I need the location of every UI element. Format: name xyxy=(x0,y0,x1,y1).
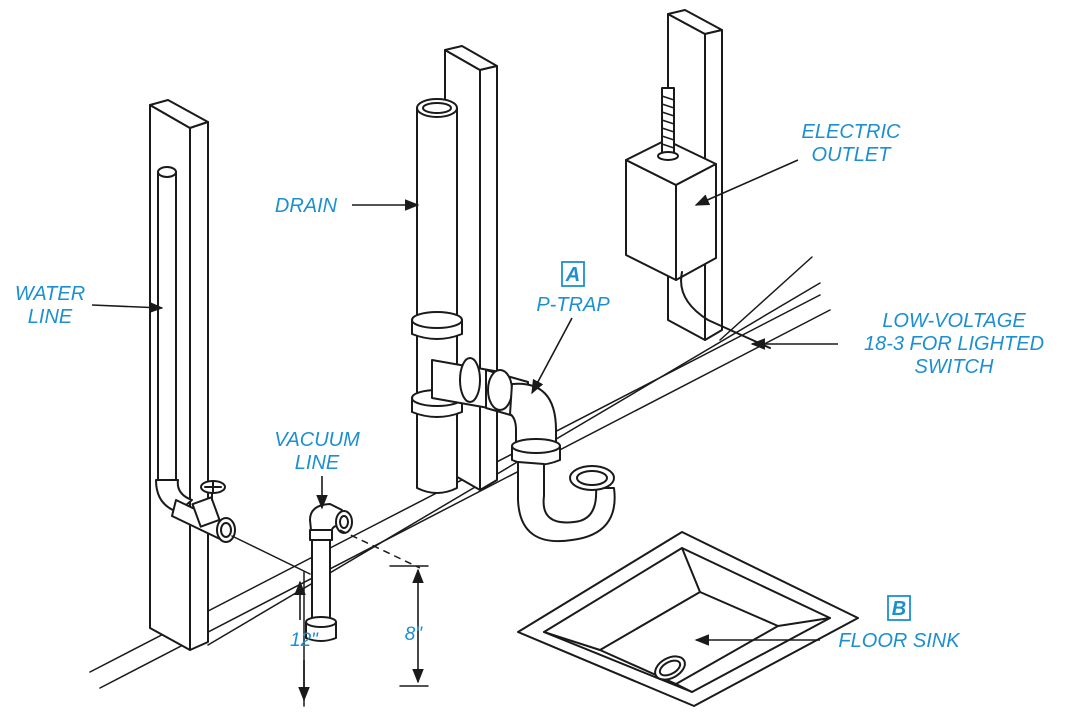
vacuum-line-label-2: LINE xyxy=(295,452,340,474)
electric-outlet-leader xyxy=(694,159,799,206)
water-line-label-2: LINE xyxy=(28,306,73,328)
low-voltage-label-2: 18-3 FOR LIGHTED xyxy=(864,333,1044,355)
floor-sink xyxy=(517,531,859,707)
dimension-lines xyxy=(231,529,429,707)
p-trap xyxy=(485,369,616,543)
low-voltage-label-3: SWITCH xyxy=(915,356,994,378)
drain-label: DRAIN xyxy=(275,195,338,217)
water-line-pipe xyxy=(155,166,236,543)
drain-pipe xyxy=(411,98,501,494)
callout-b-box xyxy=(887,595,911,621)
vacuum-line-pipe xyxy=(305,503,353,642)
dimension-12-label: 12" xyxy=(290,630,319,651)
low-voltage-label-1: LOW-VOLTAGE xyxy=(882,310,1026,332)
electric-outlet-box xyxy=(625,87,771,349)
electric-outlet-label-2: OUTLET xyxy=(812,144,893,166)
dimension-8-label: 8" xyxy=(405,624,424,645)
callout-a-box xyxy=(561,261,585,287)
water-line-leader xyxy=(91,301,164,314)
electric-outlet-label-1: ELECTRIC xyxy=(802,121,901,143)
callout-a: A xyxy=(565,264,580,286)
callout-b: B xyxy=(892,598,906,620)
vacuum-line-label-1: VACUUM xyxy=(274,429,360,451)
leader-lines xyxy=(91,159,838,646)
p-trap-label: P-TRAP xyxy=(536,294,610,316)
p-trap-leader xyxy=(531,317,573,395)
floor-sink-label: FLOOR SINK xyxy=(838,630,961,652)
labels: WATER LINE DRAIN VACUUM LINE A P-TRAP EL… xyxy=(15,121,1044,652)
water-line-label-1: WATER xyxy=(15,283,85,305)
